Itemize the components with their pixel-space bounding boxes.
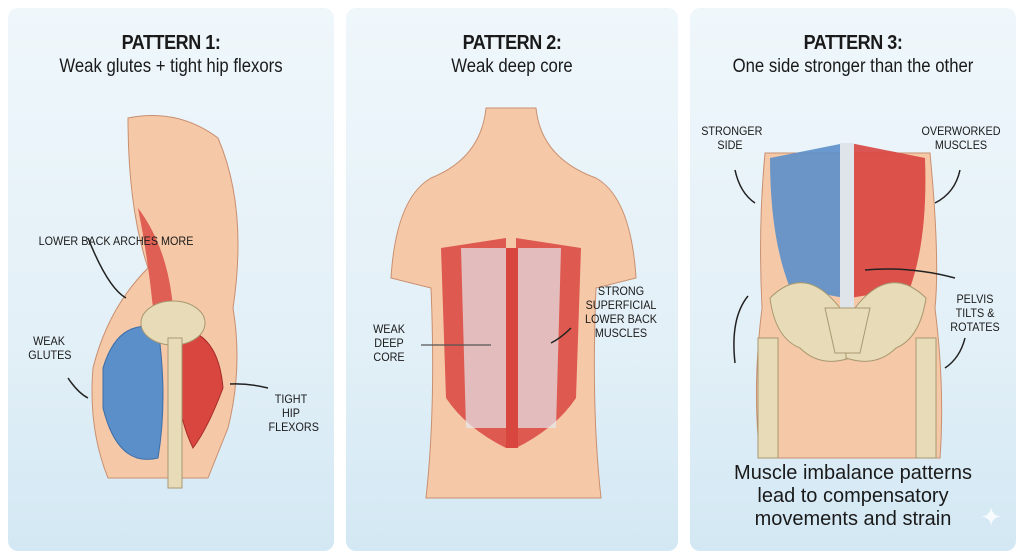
panel-subtitle: One side stronger than the other [732, 56, 974, 77]
panel-title: PATTERN 1: [121, 32, 221, 54]
panel-subtitle: Weak glutes + tight hip flexors [59, 56, 283, 77]
label-weak-glutes: WEAK GLUTES [28, 334, 72, 362]
label-tight-hip-flexors: TIGHT HIP FLEXORS [268, 392, 319, 434]
label-lower-back: LOWER BACK ARCHES MORE [38, 234, 194, 248]
label-pelvis-tilts: PELVIS TILTS & ROTATES [950, 292, 1000, 334]
panel-pattern-1: PATTERN 1: Weak glutes + tight hip flexo… [8, 8, 334, 551]
label-overworked-muscles: OVERWORKED MUSCLES [921, 124, 1001, 152]
footer-caption: Muscle imbalance patterns lead to compen… [734, 462, 972, 530]
back-pelvis-illustration [733, 143, 966, 459]
label-weak-deep-core: WEAK DEEP CORE [373, 322, 405, 364]
panel-title: PATTERN 3: [803, 32, 903, 54]
panel-pattern-3: PATTERN 3: One side stronger than the ot… [690, 8, 1016, 551]
hip-side-illustration [67, 115, 269, 489]
sparkle-icon: ✦ [980, 502, 1002, 532]
panel-title: PATTERN 2: [462, 32, 562, 54]
label-stronger-side: STRONGER SIDE [701, 124, 763, 152]
torso-front-illustration [390, 107, 637, 499]
panel-pattern-2: PATTERN 2: Weak deep core WEAK DEEP CORE… [346, 8, 678, 551]
label-strong-lower-back: STRONG SUPERFICIAL LOWER BACK MUSCLES [584, 284, 657, 340]
panel-subtitle: Weak deep core [451, 56, 573, 77]
